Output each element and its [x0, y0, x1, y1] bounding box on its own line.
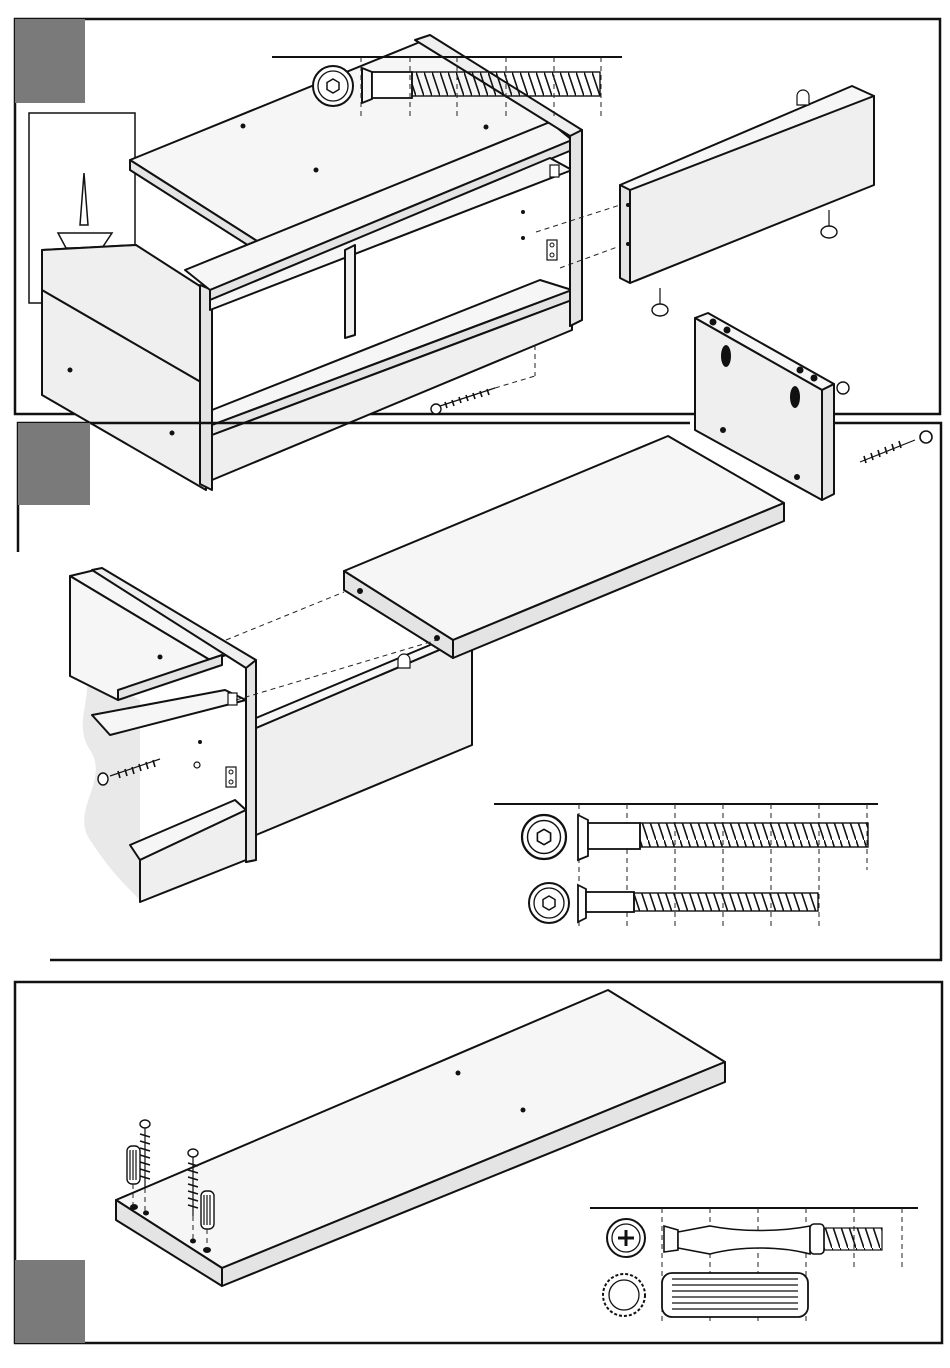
- phillips-head-icon: [607, 1219, 645, 1257]
- wood-screw-side: [860, 431, 932, 463]
- step-3-panel: [15, 982, 942, 1343]
- dowel-end-icon: [603, 1274, 645, 1316]
- step-2-panel: [18, 423, 941, 960]
- door-panel-step1: [536, 86, 874, 316]
- shelf-board-step2: [226, 436, 784, 700]
- hinge-plate-icon: [797, 90, 809, 105]
- hinge-plate-icon: [547, 240, 557, 260]
- step-1-number-tab: [15, 19, 85, 103]
- hinge-plate-icon: [550, 165, 559, 177]
- hinge-plate-icon: [228, 693, 237, 705]
- step-2-number-tab: [18, 423, 90, 505]
- step-3-number-tab: [15, 1260, 85, 1343]
- glide-nail-icon: [821, 210, 837, 238]
- confirmat-screw-detail-step2: [494, 804, 878, 930]
- hex-socket-icon: [522, 815, 566, 859]
- hex-socket-icon: [313, 66, 353, 106]
- wooden-dowel-detail: [662, 1273, 808, 1317]
- screw-dowel-detail-step3: [590, 1208, 918, 1325]
- hinge-plate-icon: [837, 382, 849, 394]
- hinge-plate-icon: [226, 767, 236, 787]
- hinge-plate-icon: [398, 654, 410, 668]
- hex-socket-icon: [529, 883, 569, 923]
- glide-nail-icon: [652, 288, 668, 316]
